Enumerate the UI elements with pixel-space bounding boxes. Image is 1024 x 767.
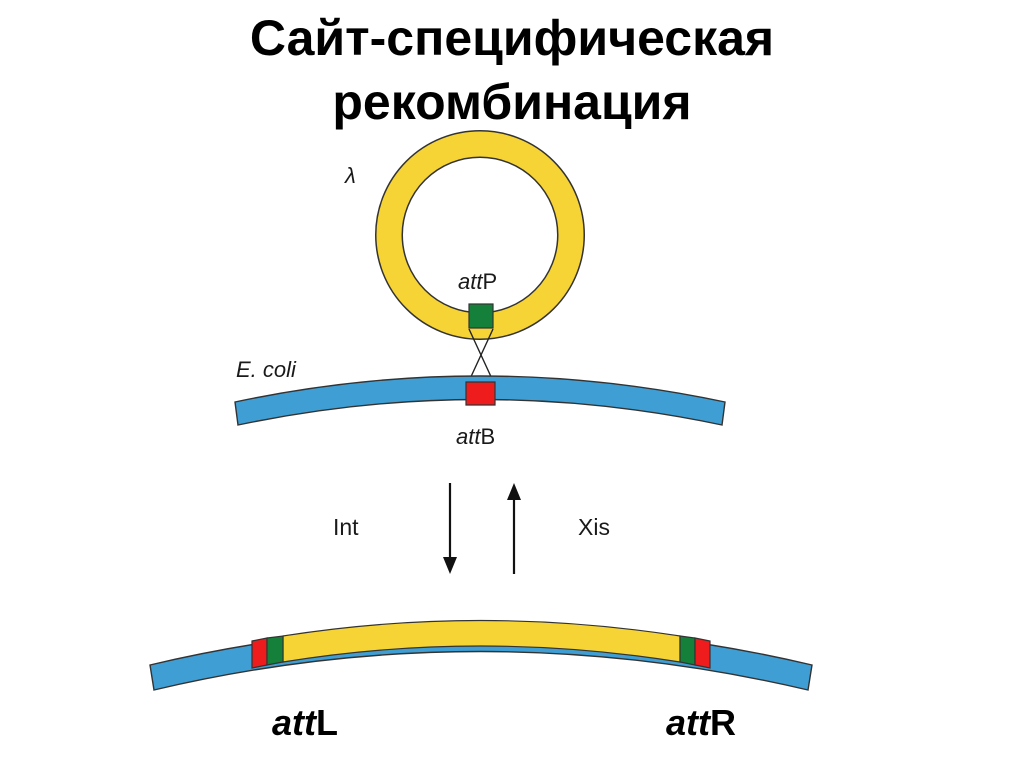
phage-label: λ bbox=[344, 163, 356, 188]
title-line-1: Сайт-специфическая bbox=[249, 10, 775, 66]
attl-core-red bbox=[251, 637, 268, 669]
ecoli-label: E. coli bbox=[236, 357, 297, 382]
attp-label-suffix: P bbox=[482, 269, 497, 294]
attp-core-green bbox=[468, 303, 494, 329]
attp-label-italic: att bbox=[458, 269, 483, 294]
attl-core-green bbox=[266, 635, 284, 666]
reaction-arrows bbox=[443, 483, 521, 574]
int-arrow-down bbox=[443, 483, 457, 574]
attb-label-italic: att bbox=[456, 424, 481, 449]
xis-label: Xis bbox=[578, 514, 610, 540]
title-line-2: рекомбинация bbox=[332, 74, 692, 130]
int-label: Int bbox=[333, 514, 359, 540]
ecoli-dna-band bbox=[234, 375, 726, 426]
attb-label: attB bbox=[456, 424, 495, 449]
attb-label-suffix: B bbox=[480, 424, 495, 449]
phage-circle bbox=[375, 130, 585, 340]
attr-label: attR bbox=[666, 702, 736, 743]
integrated-chromosome bbox=[149, 619, 813, 691]
attb-core-red bbox=[465, 381, 496, 406]
ecoli-chromosome bbox=[234, 375, 726, 426]
attl-label-italic: att bbox=[272, 702, 318, 743]
attr-label-suffix: R bbox=[710, 702, 736, 743]
attr-core-red bbox=[694, 637, 711, 669]
attr-core-green bbox=[679, 635, 696, 666]
crossover-line-2 bbox=[468, 328, 494, 382]
slide-title: Сайт-специфическая рекомбинация bbox=[0, 6, 1024, 134]
attl-label: attL bbox=[272, 702, 338, 743]
attp-label: attP bbox=[458, 269, 497, 294]
attl-label-suffix: L bbox=[316, 702, 338, 743]
phage-ring bbox=[376, 131, 584, 339]
crossover-lines bbox=[468, 328, 494, 382]
xis-arrow-up bbox=[507, 483, 521, 574]
attr-label-italic: att bbox=[666, 702, 712, 743]
